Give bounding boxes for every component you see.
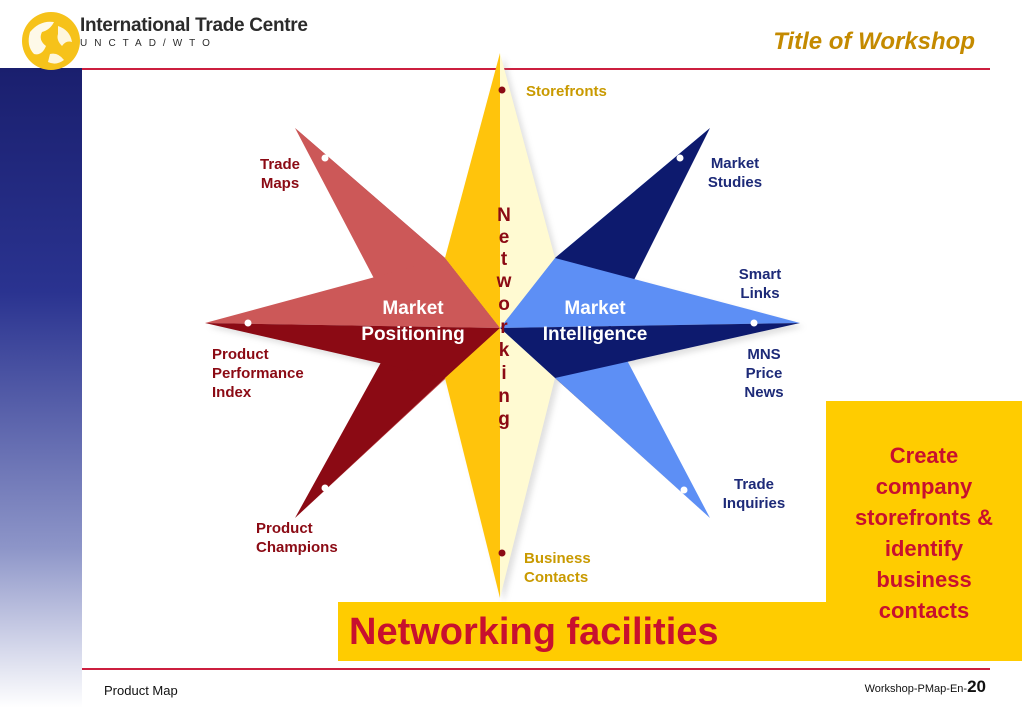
trade-maps-label: Trade Maps bbox=[259, 156, 301, 192]
mns-price-news-label: MNS Price News bbox=[744, 346, 784, 401]
header-rule bbox=[82, 68, 990, 70]
callout-box bbox=[826, 401, 1022, 661]
star-point-east-dark bbox=[500, 323, 800, 378]
business-contacts-label: Business Contacts bbox=[524, 550, 591, 586]
star-point-south-gold bbox=[445, 328, 500, 598]
org-subtitle: UNCTAD/WTO bbox=[80, 38, 217, 49]
org-name: International Trade Centre bbox=[80, 15, 308, 36]
footer-slide-id: Workshop-PMap-En-20 bbox=[864, 677, 986, 696]
star-point-north-cream bbox=[500, 53, 555, 328]
slide-title: Title of Workshop bbox=[773, 28, 975, 55]
star-point-south-cream bbox=[500, 328, 555, 598]
star-point-east-light bbox=[500, 258, 800, 328]
star-point-north-gold bbox=[445, 53, 500, 328]
globe-logo-icon bbox=[22, 12, 80, 70]
footer-rule bbox=[82, 668, 990, 670]
market-positioning-label: Market Positioning bbox=[361, 298, 465, 345]
page-number: 20 bbox=[967, 677, 986, 696]
product-champions-label: Product Champions bbox=[256, 520, 338, 556]
star-point-west-dark bbox=[205, 323, 500, 378]
callout-text: Create company storefronts & identify bu… bbox=[854, 443, 994, 623]
smart-links-label: Smart Links bbox=[738, 266, 782, 302]
storefronts-label: Storefronts bbox=[526, 83, 607, 100]
headline-box bbox=[338, 602, 826, 661]
compass-star-diagram bbox=[205, 53, 804, 602]
trade-inquiries-label: Trade Inquiries bbox=[722, 476, 786, 512]
footer-product-map: Product Map bbox=[104, 683, 178, 698]
product-performance-index-label: Product Performance Index bbox=[212, 346, 304, 401]
headline: Networking facilities bbox=[349, 611, 719, 653]
market-intelligence-label: Market Intelligence bbox=[542, 298, 648, 345]
sidebar-band bbox=[0, 68, 82, 708]
market-studies-label: Market Studies bbox=[707, 155, 763, 191]
star-point-west-light bbox=[205, 258, 500, 328]
